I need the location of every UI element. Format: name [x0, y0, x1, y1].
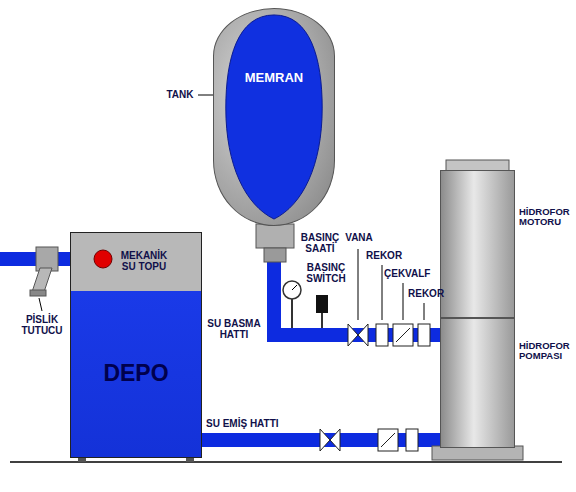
pressure-gauge — [283, 281, 301, 299]
gate-valve — [348, 324, 358, 346]
check-valve-flap — [396, 328, 410, 342]
check-valve — [393, 324, 413, 346]
check-valve-flap — [381, 433, 395, 447]
pump-base — [432, 446, 523, 460]
strainer-body — [36, 247, 58, 271]
pipe-label: SU EMİŞ HATTI — [206, 418, 302, 429]
tank-fitting — [264, 248, 286, 262]
node-text: HİDROFOR POMPASI — [519, 341, 572, 362]
check-valve — [378, 429, 398, 451]
part-label: BASINÇ SWİTCH — [302, 262, 350, 284]
pump-body: HİDROFOR POMPASI — [440, 318, 515, 448]
union-fitting — [376, 324, 388, 346]
node-text: HİDROFOR MOTORU — [519, 207, 572, 228]
part-label: BASINÇ SAATİ — [298, 232, 342, 254]
leader-line — [403, 283, 404, 320]
pipe-label: SU BASMA HATTI — [204, 318, 264, 340]
union-fitting — [418, 324, 430, 346]
strainer-cap — [30, 290, 46, 296]
gate-valve — [320, 429, 330, 451]
gauge-needle — [292, 285, 297, 290]
leader-line — [358, 249, 359, 320]
part-label: REKOR — [408, 288, 442, 299]
node-text: DEPO — [103, 361, 168, 386]
membrane-bag — [214, 9, 334, 225]
node-text: MEMRAN — [245, 71, 304, 85]
strainer-leg — [32, 268, 52, 292]
switch-stem — [321, 312, 323, 328]
leader-line — [39, 298, 42, 311]
part-label: REKOR — [366, 250, 400, 261]
water-pipe — [274, 226, 440, 335]
part-label: TANK — [163, 89, 197, 100]
tank-leg — [78, 458, 86, 462]
tank-neck — [256, 224, 294, 248]
float-ball — [94, 250, 112, 268]
leader-line — [382, 265, 383, 320]
membrane — [226, 15, 322, 219]
pump-motor: HİDROFOR MOTORU — [440, 170, 515, 318]
pressure-switch — [316, 295, 328, 313]
part-label: VANA — [344, 232, 374, 243]
gate-valve — [358, 324, 368, 346]
leader-line — [424, 303, 425, 320]
part-label: PİSLİK TUTUCU — [16, 314, 68, 336]
part-label: ÇEKVALF — [384, 268, 430, 279]
gate-valve — [330, 429, 340, 451]
ground-line — [10, 461, 562, 463]
union-fitting — [406, 429, 418, 451]
part-label: MEKANİK SU TOPU — [116, 250, 172, 272]
gauge-stem — [291, 299, 293, 328]
tank-leg — [186, 458, 194, 462]
pressure-tank: MEMRAN — [213, 8, 335, 226]
